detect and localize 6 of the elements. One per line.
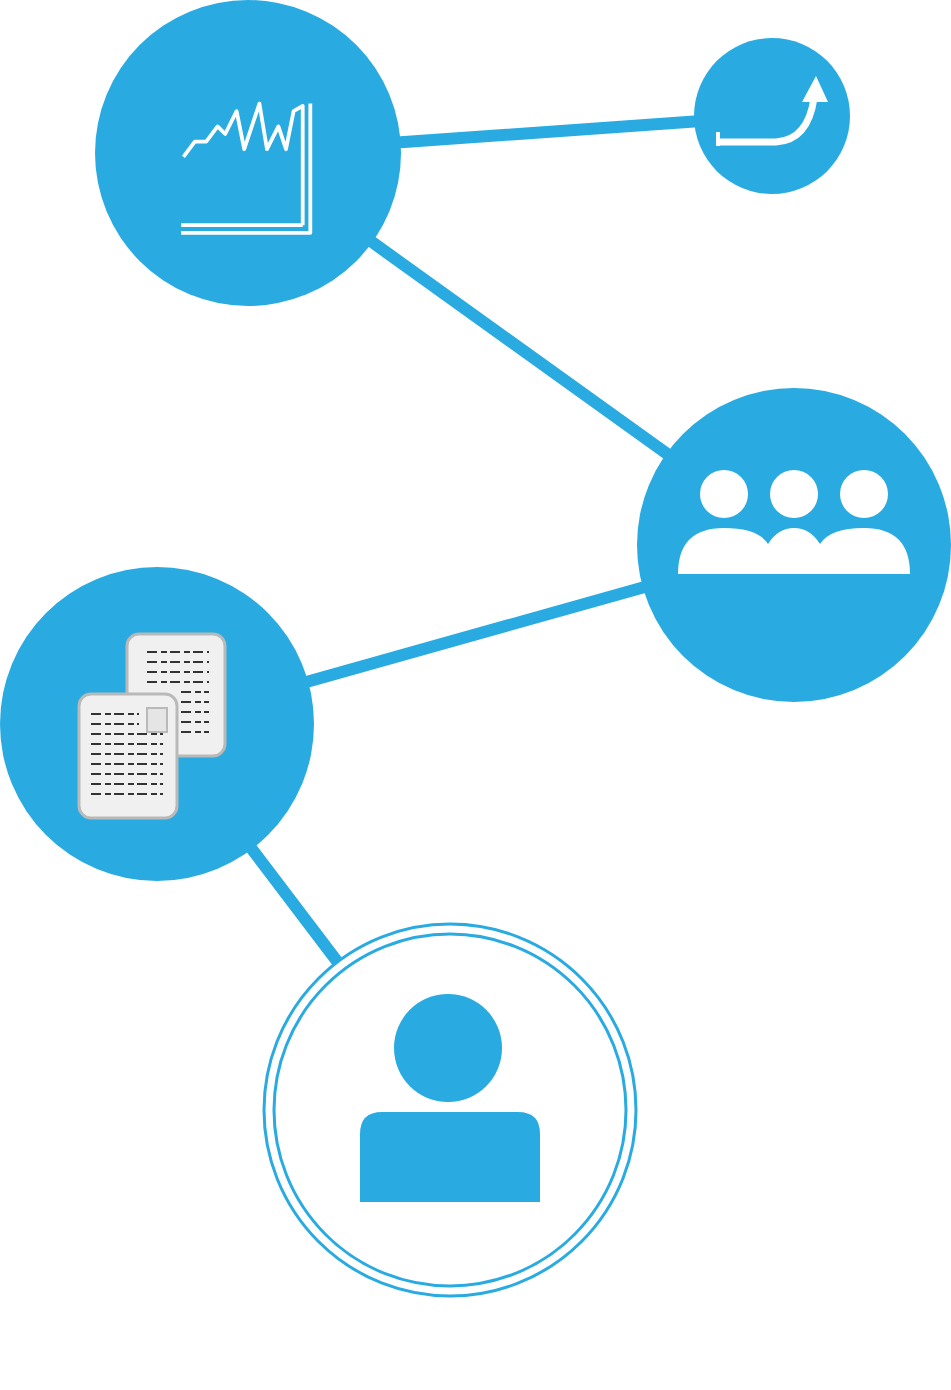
- connector-line: [245, 843, 343, 967]
- outlined-circle-node: [262, 922, 638, 1298]
- circle-node: [95, 0, 401, 306]
- circle-node: [694, 38, 850, 194]
- circle-node: [637, 388, 951, 702]
- circle-node: [0, 567, 314, 881]
